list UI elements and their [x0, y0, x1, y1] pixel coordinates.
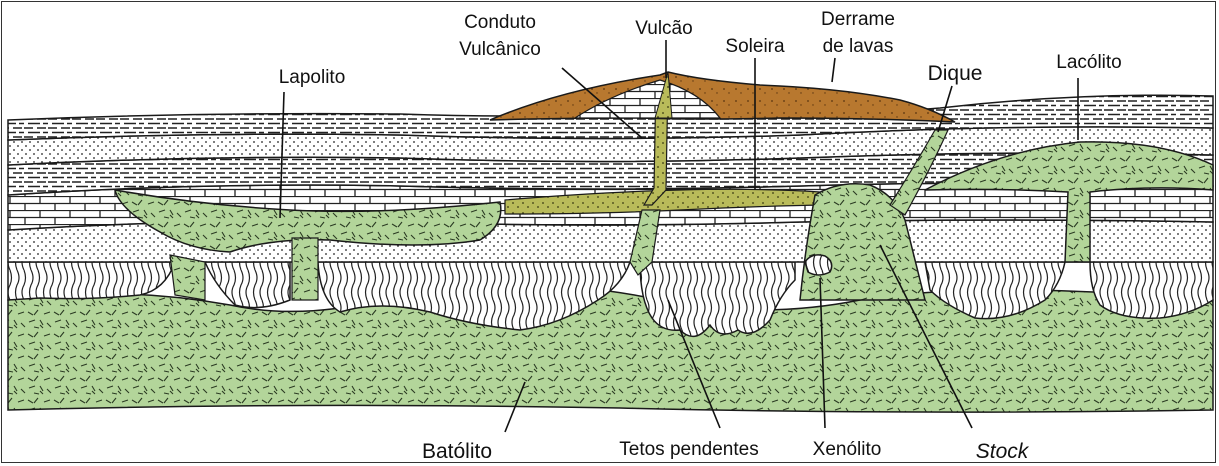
label-derrame-line1: Derrame	[821, 9, 895, 30]
volcano-cone	[490, 72, 955, 122]
label-stock: Stock	[976, 440, 1030, 463]
label-vulcao: Vulcão	[635, 18, 692, 39]
label-conduto-line2: Vulcânico	[459, 39, 541, 60]
label-batolito: Batólito	[422, 440, 492, 463]
label-conduto-line1: Conduto	[464, 12, 536, 33]
xenolith	[805, 255, 832, 275]
label-lacolito: Lacólito	[1056, 52, 1122, 73]
label-soleira: Soleira	[725, 36, 785, 57]
label-xenolito: Xenólito	[813, 439, 882, 460]
empty-base	[8, 405, 1213, 460]
label-tetos-pendentes: Tetos pendentes	[619, 439, 758, 460]
label-derrame-line2: de lavas	[823, 36, 894, 57]
label-lapolito: Lapolito	[279, 67, 346, 88]
feeder-left	[170, 255, 205, 300]
feeder-lapolith	[292, 238, 318, 300]
label-dique: Dique	[928, 62, 983, 85]
